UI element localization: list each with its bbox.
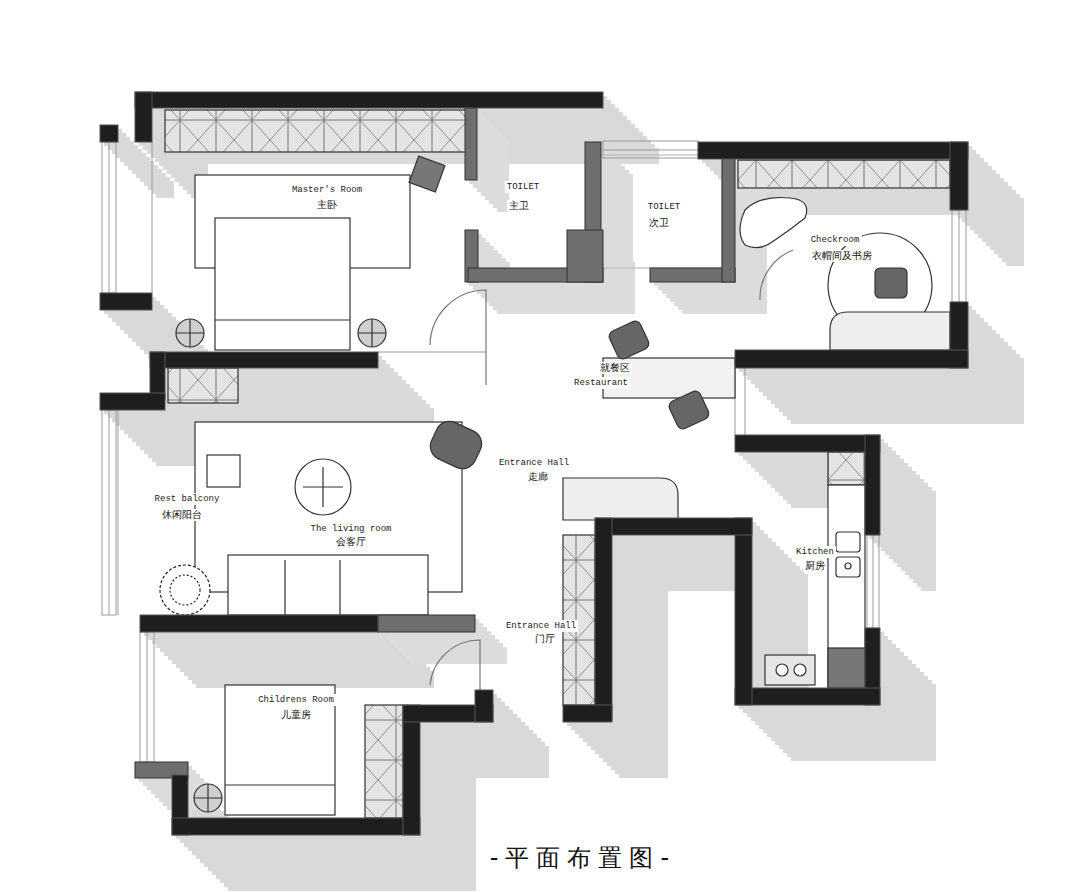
plan-caption: -平面布置图- xyxy=(490,842,676,874)
furniture xyxy=(176,319,204,347)
furniture xyxy=(228,555,428,615)
window-frame xyxy=(873,535,874,628)
window-frame xyxy=(603,150,698,151)
furniture xyxy=(600,155,722,268)
furniture xyxy=(765,655,815,685)
furniture xyxy=(378,351,486,352)
furniture xyxy=(295,459,351,515)
furniture xyxy=(225,685,335,815)
furniture xyxy=(740,198,807,248)
furniture xyxy=(760,250,793,300)
room-label: 主卧 xyxy=(315,199,339,211)
wall xyxy=(100,92,968,835)
furniture xyxy=(365,705,403,818)
window-frame xyxy=(147,632,148,762)
wall xyxy=(100,92,968,835)
room-label: Childrens Room xyxy=(256,694,336,706)
furniture xyxy=(836,532,860,552)
furniture xyxy=(170,575,200,605)
room-label: Master's Room xyxy=(290,184,364,196)
furniture xyxy=(794,664,806,676)
furniture xyxy=(215,319,350,320)
furniture xyxy=(845,563,851,569)
furniture xyxy=(828,485,865,688)
window-frame xyxy=(152,142,153,293)
room-label: Checkroom xyxy=(809,234,862,246)
room-label: 衣帽间及书房 xyxy=(810,250,874,262)
furniture xyxy=(168,368,238,403)
furniture xyxy=(836,557,860,577)
room-label: Kitchen xyxy=(794,546,836,558)
room-label: 休闲阳台 xyxy=(160,509,204,521)
furniture xyxy=(409,156,445,192)
furniture xyxy=(430,640,480,690)
window-frame xyxy=(952,210,966,302)
furniture xyxy=(875,268,907,298)
furniture xyxy=(160,110,950,818)
furniture xyxy=(830,312,950,350)
window-frame xyxy=(102,142,116,293)
furniture xyxy=(358,319,386,347)
window-frame xyxy=(959,210,960,302)
room-label: Rest balcony xyxy=(153,493,222,505)
room-label: 门厅 xyxy=(533,633,557,645)
room-label: 就餐区 xyxy=(598,362,632,374)
window-frame xyxy=(109,142,110,293)
furniture xyxy=(225,784,335,785)
wall-shadow xyxy=(104,96,1024,891)
furniture xyxy=(828,648,865,688)
furniture xyxy=(430,290,486,385)
room-label: 走廊 xyxy=(526,471,550,483)
window-frame xyxy=(745,368,746,435)
window-frame xyxy=(867,535,879,628)
room-label: 主卫 xyxy=(507,200,531,212)
window-frame xyxy=(109,410,110,615)
furniture xyxy=(776,664,788,676)
furniture xyxy=(426,417,486,474)
furniture xyxy=(303,467,343,507)
room-label: TOILET xyxy=(646,201,682,213)
furniture xyxy=(160,565,210,615)
wall-shadow xyxy=(139,112,739,782)
room-label: The living room xyxy=(308,523,393,535)
furniture xyxy=(285,560,340,615)
room-label: Entrance Hall xyxy=(497,457,571,469)
furniture xyxy=(207,455,240,487)
room-label: 儿童房 xyxy=(279,709,313,721)
furniture xyxy=(194,784,222,812)
wall xyxy=(135,108,735,778)
room-label: 会客厅 xyxy=(334,536,368,548)
window-frame xyxy=(140,632,154,762)
furniture xyxy=(738,160,950,188)
window-frame xyxy=(118,410,119,615)
furniture xyxy=(215,218,350,350)
furniture xyxy=(563,478,678,520)
furniture xyxy=(358,319,386,347)
room-label: Entrance Hall xyxy=(504,620,578,632)
furniture xyxy=(828,452,865,485)
furniture xyxy=(194,784,222,812)
furniture xyxy=(607,319,650,361)
room-label: 厨房 xyxy=(803,560,827,572)
room-label: Restaurant xyxy=(572,377,630,389)
room-label: 次卫 xyxy=(647,217,671,229)
room-label: TOILET xyxy=(505,181,541,193)
furniture xyxy=(667,389,710,431)
furniture xyxy=(165,110,468,152)
window-frame xyxy=(102,410,116,615)
furniture xyxy=(176,319,204,347)
